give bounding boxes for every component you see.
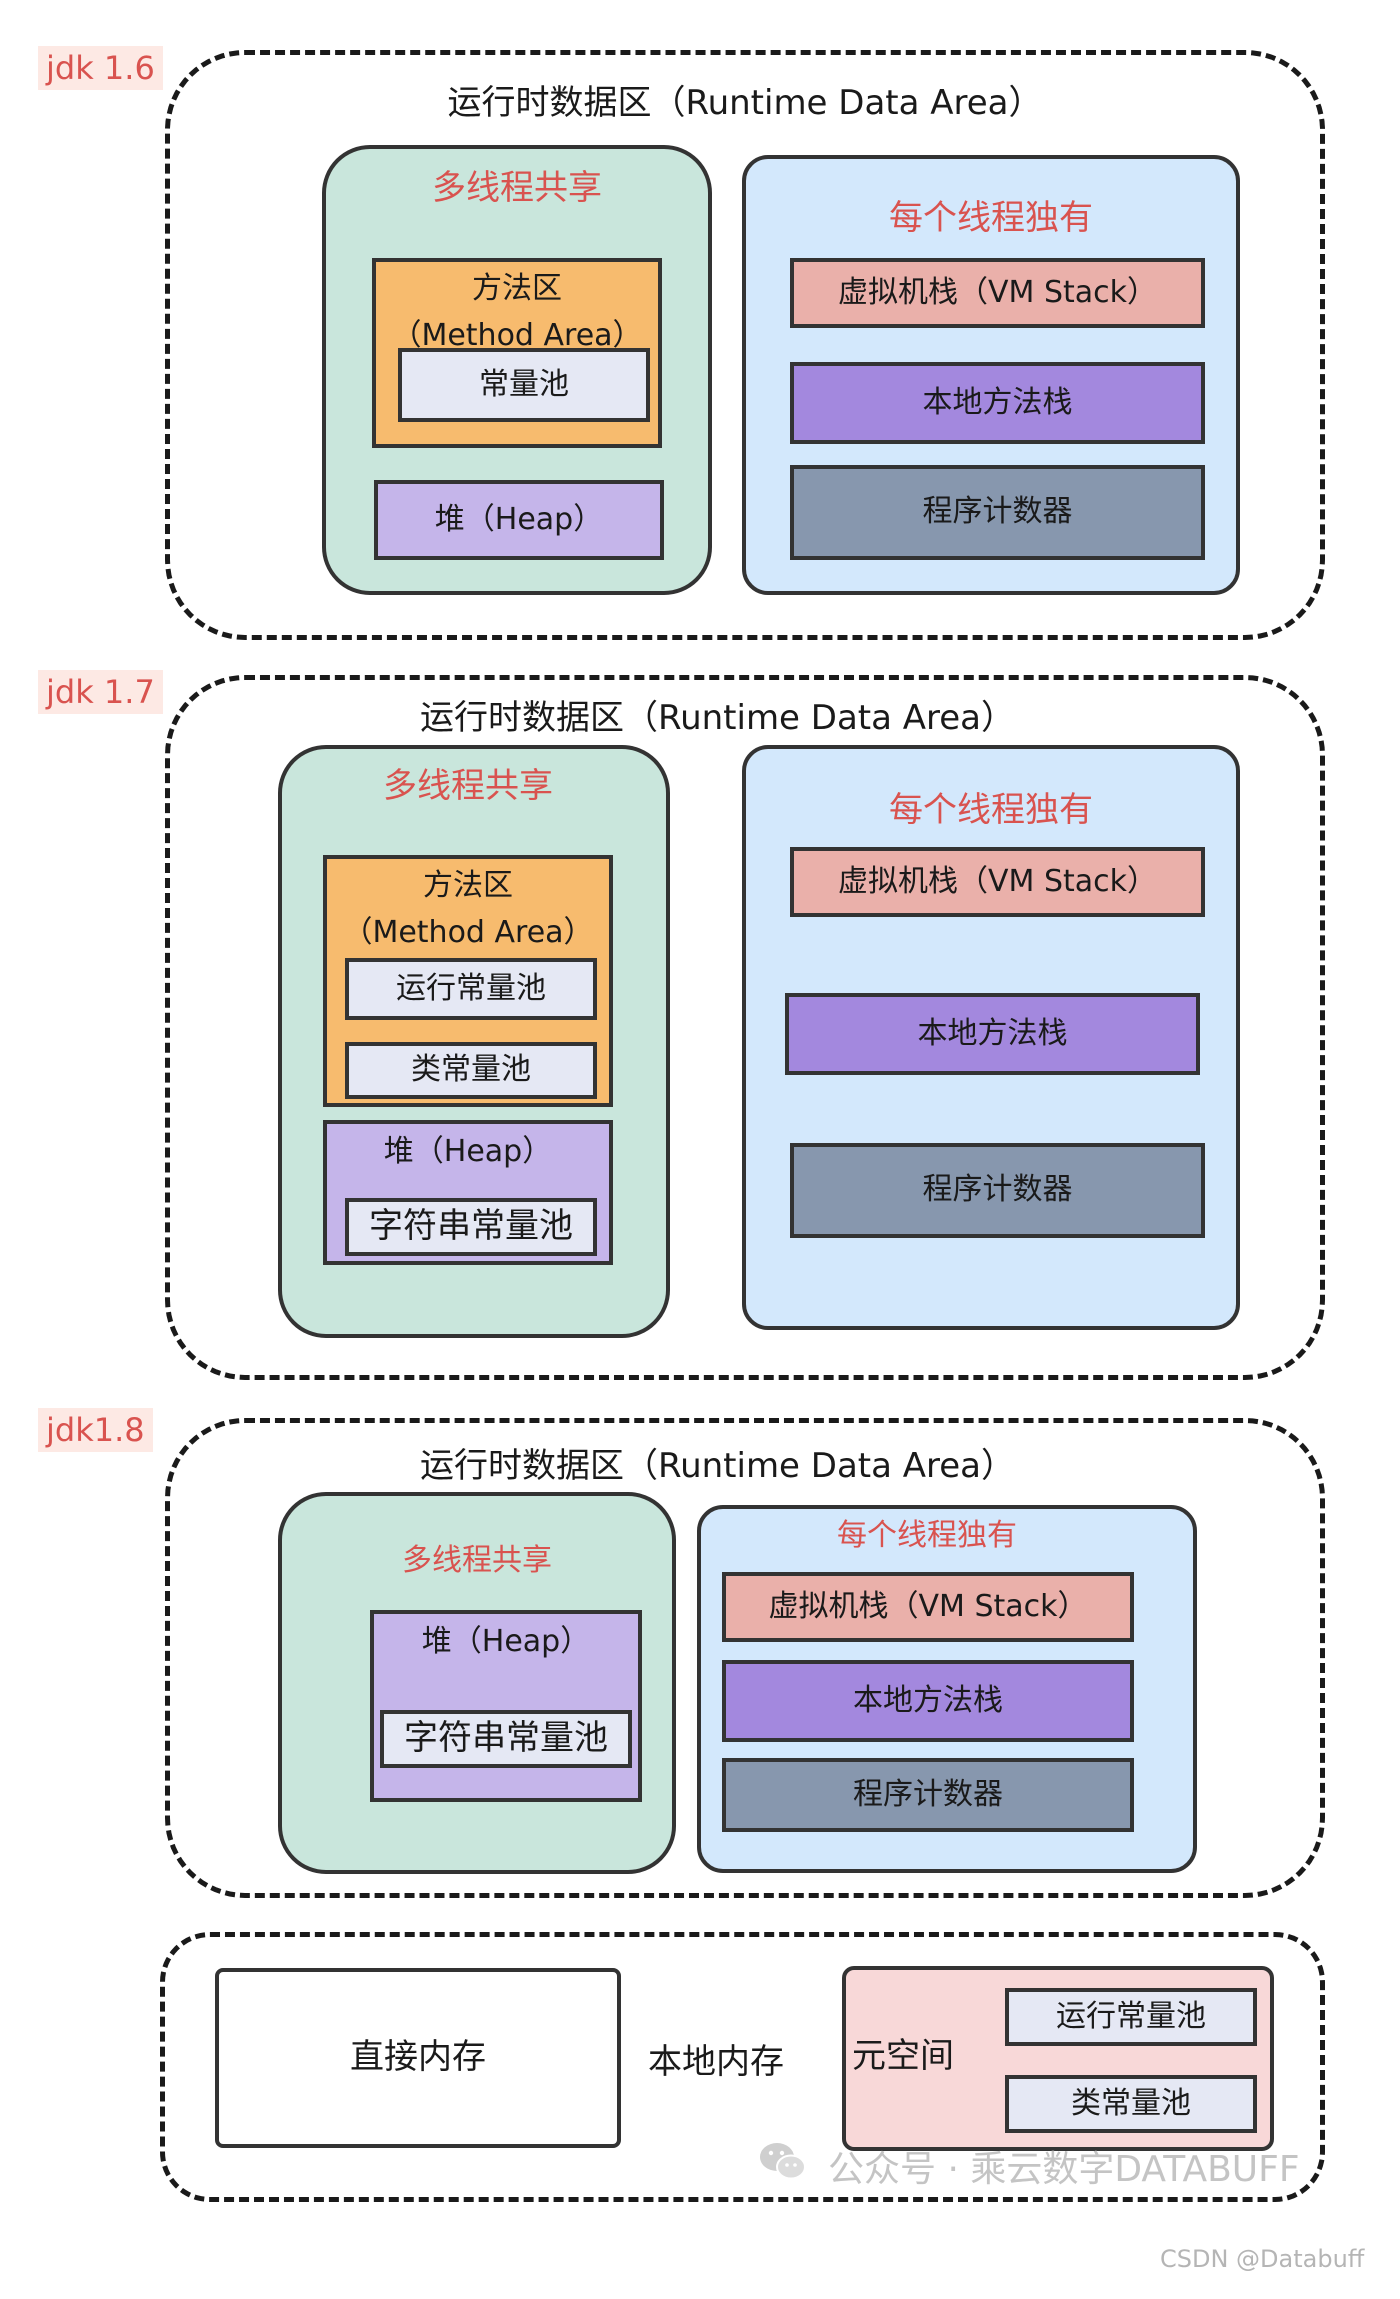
direct-memory: 直接内存 [215,1968,621,2148]
native-memory-area [160,1932,1325,2202]
heap-label: 堆（Heap） [383,1134,553,1169]
version-tag-jdk18: jdk1.8 [38,1408,153,1452]
version-tag-jdk16: jdk 1.6 [38,46,163,90]
vm-stack: 虚拟机栈（VM Stack） [790,258,1205,328]
area-title: 运行时数据区（Runtime Data Area） [419,1446,1016,1486]
area-title: 运行时数据区（Runtime Data Area） [447,83,1043,123]
string-constant-pool: 字符串常量池 [345,1198,597,1256]
method-area-label-en: （Method Area） [342,914,594,950]
string-constant-pool: 字符串常量池 [380,1710,632,1768]
runtime-data-area-jdk16 [165,50,1325,640]
method-area-label-en: （Method Area） [391,317,643,353]
vm-stack: 虚拟机栈（VM Stack） [790,847,1205,917]
method-area-label: 方法区 [423,868,513,903]
shared-group-title: 多线程共享 [402,1543,552,1578]
vm-stack: 虚拟机栈（VM Stack） [722,1572,1134,1642]
private-group-title: 每个线程独有 [889,198,1093,238]
shared-group-title: 多线程共享 [432,168,602,208]
native-memory-label: 本地内存 [648,2042,784,2082]
private-group-title: 每个线程独有 [837,1518,1017,1553]
class-constant-pool: 类常量池 [345,1042,597,1099]
native-method-stack: 本地方法栈 [790,362,1205,444]
area-title: 运行时数据区（Runtime Data Area） [419,698,1016,738]
runtime-constant-pool: 运行常量池 [345,958,597,1020]
program-counter: 程序计数器 [722,1758,1134,1832]
runtime-data-area-jdk18 [165,1418,1325,1898]
shared-group-title: 多线程共享 [383,766,553,806]
credit-text: CSDN @Databuff [1160,2245,1365,2273]
class-constant-pool: 类常量池 [1005,2075,1257,2133]
program-counter: 程序计数器 [790,1143,1205,1238]
native-method-stack: 本地方法栈 [722,1660,1134,1742]
method-area-label: 方法区 [472,271,562,306]
runtime-data-area-jdk17 [165,675,1325,1380]
watermark-text: 公众号 · 乘云数字DATABUFF [828,2149,1300,2190]
heap: 堆（Heap） [370,1610,642,1802]
heap: 堆（Heap） [374,480,664,560]
runtime-constant-pool: 运行常量池 [1005,1988,1257,2046]
wechat-icon [760,2143,806,2180]
private-group-title: 每个线程独有 [889,790,1093,830]
metaspace-label: 元空间 [852,2036,954,2076]
program-counter: 程序计数器 [790,465,1205,560]
version-tag-jdk17: jdk 1.7 [38,670,163,714]
native-method-stack: 本地方法栈 [785,993,1200,1075]
constant-pool: 常量池 [398,348,650,422]
heap-label: 堆（Heap） [421,1624,591,1659]
